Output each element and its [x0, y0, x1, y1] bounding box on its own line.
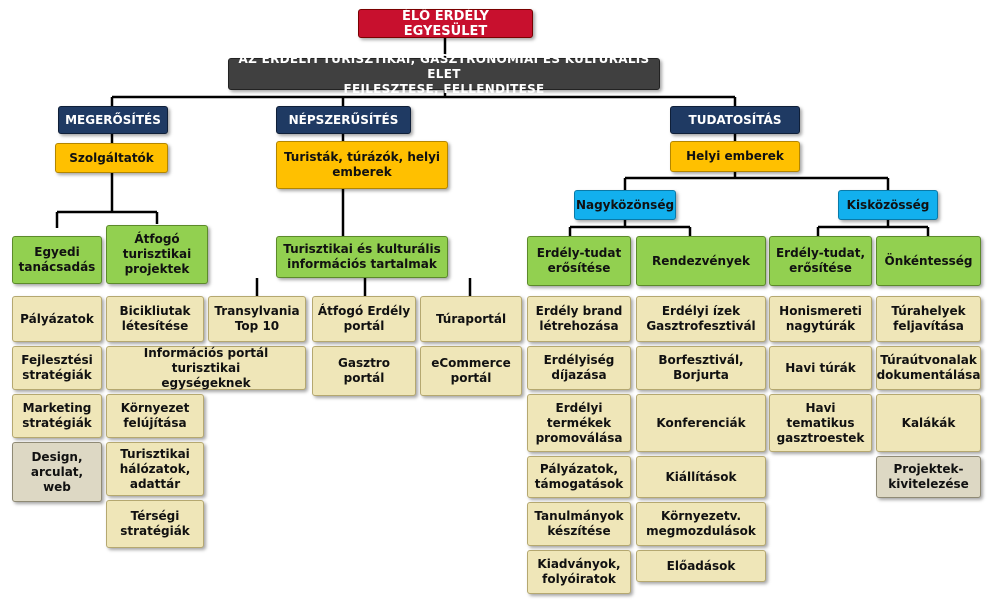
item-borfesztival: Borfesztivál, Borjurta [636, 346, 766, 390]
item-termekek-promovalasa: Erdélyi termékek promoválása [527, 394, 631, 452]
item-projektek-kivitelezese: Projektek- kivitelezése [876, 456, 981, 498]
item-erdelyiseg-dijazasa: Erdélyiség díjazása [527, 346, 631, 390]
item-konferenciak: Konferenciák [636, 394, 766, 452]
item-design-arculat-web: Design, arculat, web [12, 442, 102, 502]
item-atfogo-erdely-portal: Átfogó Erdély portál [312, 296, 416, 342]
pillar-megerosites: MEGERŐSÍTÉS [58, 106, 168, 134]
item-kiallitasok: Kiállítások [636, 456, 766, 498]
group-atfogo-projektek: Átfogó turisztikai projektek [106, 225, 208, 284]
community-kiskozosseg: Kisközösség [838, 190, 938, 220]
pillar-nepszerusites: NÉPSZERŰSÍTÉS [276, 106, 411, 134]
pillar-tudatositas: TUDATOSÍTÁS [670, 106, 800, 134]
group-rendezvenyek: Rendezvények [636, 236, 766, 286]
item-havi-turak: Havi túrák [769, 346, 872, 390]
item-turisztikai-halozatok: Turisztikai hálózatok, adattár [106, 442, 204, 496]
item-kornyezet-felujitasa: Környezet felújítása [106, 394, 204, 438]
item-marketing-strategiak: Marketing stratégiák [12, 394, 102, 438]
audience-szolgaltatok: Szolgáltatók [55, 143, 168, 173]
item-gasztro-portal: Gasztro portál [312, 346, 416, 396]
item-palyazatok: Pályázatok [12, 296, 102, 342]
item-kalakak: Kalákák [876, 394, 981, 452]
group-onkentesseg: Önkéntesség [876, 236, 981, 286]
item-erdelyi-izek: Erdélyi ízek Gasztrofesztivál [636, 296, 766, 342]
root-organization: ÉLŐ ERDÉLY EGYESÜLET [358, 9, 533, 39]
audience-helyi-emberek: Helyi emberek [670, 141, 800, 172]
item-kornyezetv-megmozdulasok: Környezetv. megmozdulások [636, 502, 766, 546]
group-erdely-tudat-2: Erdély-tudat, erősítése [769, 236, 872, 286]
item-honismereti-nagyturak: Honismereti nagytúrák [769, 296, 872, 342]
mission-statement: AZ ERDELYI TURISZTIKAI, GASZTRONOMIAI ES… [228, 52, 660, 96]
item-bicikliutak: Bicikliutak létesítése [106, 296, 204, 342]
item-turaportal: Túraportál [420, 296, 522, 342]
group-informacios-tartalmak: Turisztikai és kulturális információs ta… [276, 236, 448, 278]
audience-turistak: Turisták, túrázók, helyi emberek [276, 141, 448, 189]
item-erdely-brand: Erdély brand létrehozása [527, 296, 631, 342]
item-palyazatok-tamogatasok: Pályázatok, támogatások [527, 456, 631, 498]
item-kiadvanyok: Kiadványok, folyóiratok [527, 550, 631, 594]
item-turautvonalak-dokumentalasa: Túraútvonalak dokumentálása [876, 346, 981, 390]
item-turahelyek-feljavitasa: Túrahelyek feljavítása [876, 296, 981, 342]
item-transylvania-top10: Transylvania Top 10 [208, 296, 306, 342]
item-fejlesztesi-strategiak: Fejlesztési stratégiák [12, 346, 102, 390]
group-erdely-tudat: Erdély-tudat erősítése [527, 236, 631, 286]
item-eloadasok: Előadások [636, 550, 766, 582]
item-tersegi-strategiak: Térségi stratégiák [106, 500, 204, 548]
group-egyedi-tanacsadas: Egyedi tanácsadás [12, 236, 102, 284]
community-nagykozonseg: Nagyközönség [574, 190, 676, 220]
item-ecommerce-portal: eCommerce portál [420, 346, 522, 396]
item-havi-tematikus-gasztroestek: Havi tematikus gasztroestek [769, 394, 872, 452]
item-informacios-portal: Információs portál turisztikai egységekn… [106, 346, 306, 390]
item-tanulmanyok: Tanulmányok készítése [527, 502, 631, 546]
